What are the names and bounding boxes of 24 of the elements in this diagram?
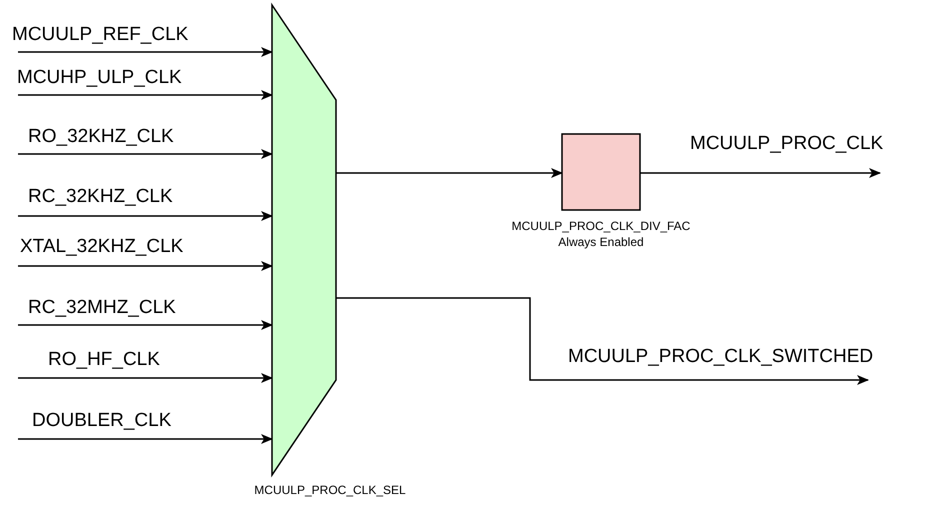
arrow <box>18 211 273 221</box>
arrow <box>18 90 273 100</box>
signal-label: RC_32MHZ_CLK <box>28 297 176 319</box>
signal-label: XTAL_32KHZ_CLK <box>20 236 184 258</box>
arrow <box>18 261 273 271</box>
arrow <box>336 297 869 385</box>
signal-label: MCUULP_PROC_CLK <box>690 133 884 155</box>
arrow <box>18 320 273 330</box>
signal-label: MCUULP_REF_CLK <box>12 24 188 46</box>
arrow <box>336 168 563 178</box>
signal-label: DOUBLER_CLK <box>32 410 172 432</box>
signal-label: RO_32KHZ_CLK <box>28 126 174 148</box>
signal-label: MCUULP_PROC_CLK_SWITCHED <box>568 346 874 368</box>
arrow <box>640 168 881 178</box>
signal-label: RC_32KHZ_CLK <box>28 186 173 208</box>
signal-label: MCUHP_ULP_CLK <box>17 67 182 89</box>
arrow <box>18 373 273 383</box>
arrow <box>18 434 273 444</box>
signal-label: RO_HF_CLK <box>48 349 160 371</box>
block-label: MCUULP_PROC_CLK_SEL <box>253 483 407 498</box>
arrow <box>18 149 273 159</box>
block-label: Always Enabled <box>557 235 645 250</box>
arrow <box>18 47 273 57</box>
block-label: MCUULP_PROC_CLK_DIV_FAC <box>510 219 692 234</box>
